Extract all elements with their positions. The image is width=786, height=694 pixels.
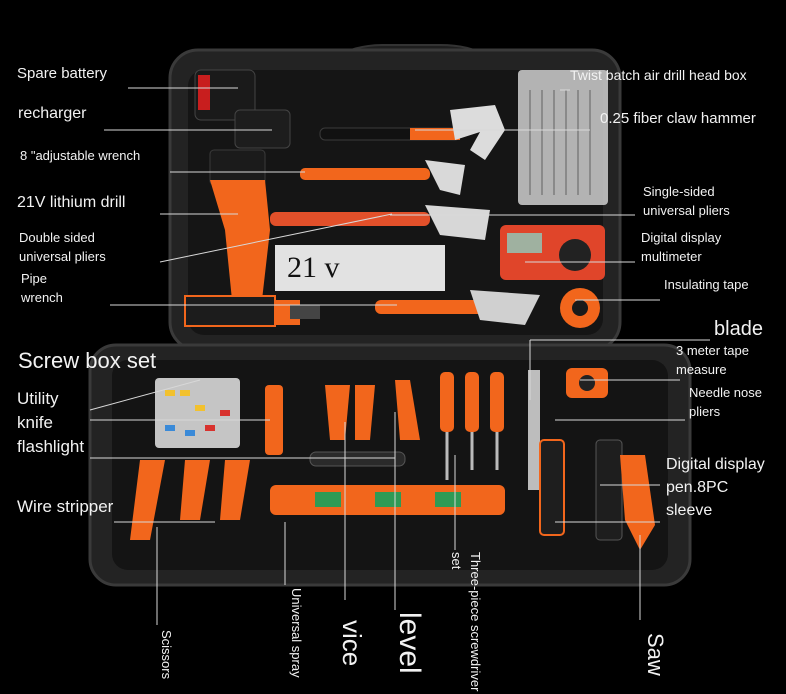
label-scissors: Scissors — [159, 630, 174, 680]
label-digital-pen-1: Digital display — [666, 456, 765, 473]
wire-stripper — [130, 460, 165, 540]
label-screw-box-set: Screw box set — [18, 348, 157, 373]
label-pipe-2: wrench — [21, 290, 63, 305]
screwdriver-2 — [465, 372, 479, 432]
screw-box — [155, 378, 240, 448]
label-screwdriver-set-2: set — [449, 552, 464, 570]
label-recharger: recharger — [18, 105, 87, 122]
adjustable-wrench — [300, 168, 430, 180]
label-screwdriver-set-1: Three-piece screwdriver — [468, 552, 483, 692]
needle-nose-pliers-mark — [395, 380, 420, 440]
label-level: level — [393, 612, 426, 674]
blade — [528, 370, 540, 490]
drill-bit-box — [518, 70, 608, 205]
label-knife: knife — [17, 413, 53, 432]
label-needle-nose-2: pliers — [689, 404, 721, 419]
label-multimeter-1: Digital display — [641, 230, 722, 245]
screwdriver-3 — [490, 372, 504, 432]
charger — [234, 109, 291, 149]
label-pipe-1: Pipe — [21, 271, 48, 286]
voltage-tag: 21 v — [275, 245, 445, 291]
label-insulating-tape: Insulating tape — [664, 277, 749, 292]
voltage-tag-text: 21 v — [287, 251, 340, 284]
label-single-sided-2: universal pliers — [643, 203, 730, 218]
label-blade: blade — [714, 318, 763, 340]
label-tape-measure-1: 3 meter tape — [676, 343, 749, 358]
label-saw: Saw — [643, 633, 668, 676]
label-needle-nose-1: Needle nose — [689, 385, 762, 400]
label-lithium-drill: 21V lithium drill — [17, 194, 126, 211]
combination-pliers — [325, 385, 350, 440]
double-sided-pliers — [270, 212, 430, 226]
label-wire-stripper: Wire stripper — [17, 497, 114, 516]
label-adjustable-wrench: 8 "adjustable wrench — [20, 148, 141, 163]
pipe-wrench — [375, 300, 495, 314]
label-multimeter-2: multimeter — [641, 249, 702, 264]
label-utility: Utility — [17, 389, 59, 408]
utility-knife — [265, 385, 283, 455]
label-single-sided-1: Single-sided — [643, 184, 715, 199]
label-spare-battery: Spare battery — [17, 65, 108, 82]
flashlight — [309, 451, 406, 467]
label-double-sided-1: Double sided — [19, 230, 95, 245]
socket-sleeve-set — [539, 439, 565, 536]
screwdriver-1 — [440, 372, 454, 432]
label-claw-hammer: 0.25 fiber claw hammer — [600, 110, 756, 127]
label-double-sided-2: universal pliers — [19, 249, 106, 264]
lithium-drill — [185, 180, 300, 325]
label-digital-pen-3: sleeve — [666, 502, 713, 519]
label-flashlight: flashlight — [17, 437, 85, 456]
label-drill-head-box: Twist batch air drill head box — [570, 67, 747, 83]
label-vice: vice — [337, 620, 367, 667]
saw — [620, 455, 655, 550]
label-digital-pen-2: pen.8PC — [666, 479, 729, 496]
label-universal-spray: Universal spray — [289, 588, 304, 678]
label-tape-measure-2: measure — [676, 362, 727, 377]
